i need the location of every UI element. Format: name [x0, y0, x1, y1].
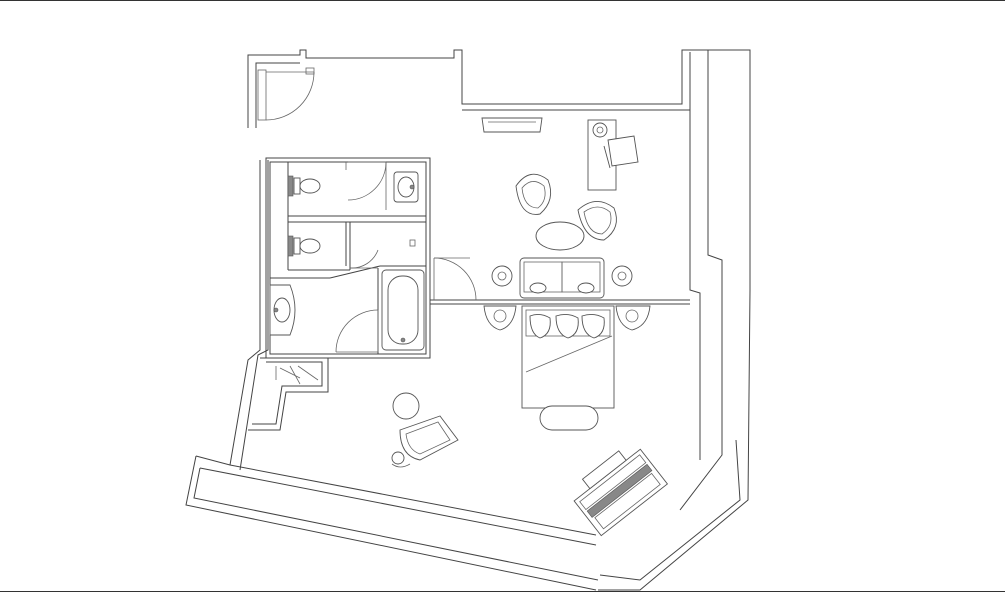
- toilet-1: [287, 175, 321, 197]
- armchair-1: [515, 173, 552, 215]
- nightstand-left: [483, 305, 517, 331]
- vanity-sink-1: [393, 171, 419, 203]
- double-bed: [521, 305, 615, 409]
- closet: [248, 357, 329, 431]
- outer-walls: [185, 49, 751, 591]
- washbasin: [269, 284, 296, 336]
- lounge-chair: [391, 415, 459, 468]
- desk-chair: [603, 135, 639, 169]
- bathroom-door: [335, 309, 379, 353]
- side-table-left: [491, 265, 513, 287]
- armchair-2: [577, 201, 617, 241]
- toilet-2: [287, 235, 321, 257]
- entry-door: [265, 67, 315, 121]
- toilet-1-door: [345, 161, 387, 210]
- living-partition: [430, 257, 690, 305]
- nightstand-right: [615, 305, 651, 331]
- tv-console: [481, 117, 543, 133]
- bathtub: [381, 269, 425, 351]
- coffee-table: [535, 221, 585, 251]
- sofa: [519, 257, 605, 299]
- wet-area-walls: [265, 157, 431, 359]
- toilet-2-door: [349, 239, 416, 269]
- round-table: [392, 392, 420, 420]
- piano-desk: [573, 448, 669, 537]
- side-table-right: [611, 265, 633, 287]
- bed-bench: [539, 405, 599, 431]
